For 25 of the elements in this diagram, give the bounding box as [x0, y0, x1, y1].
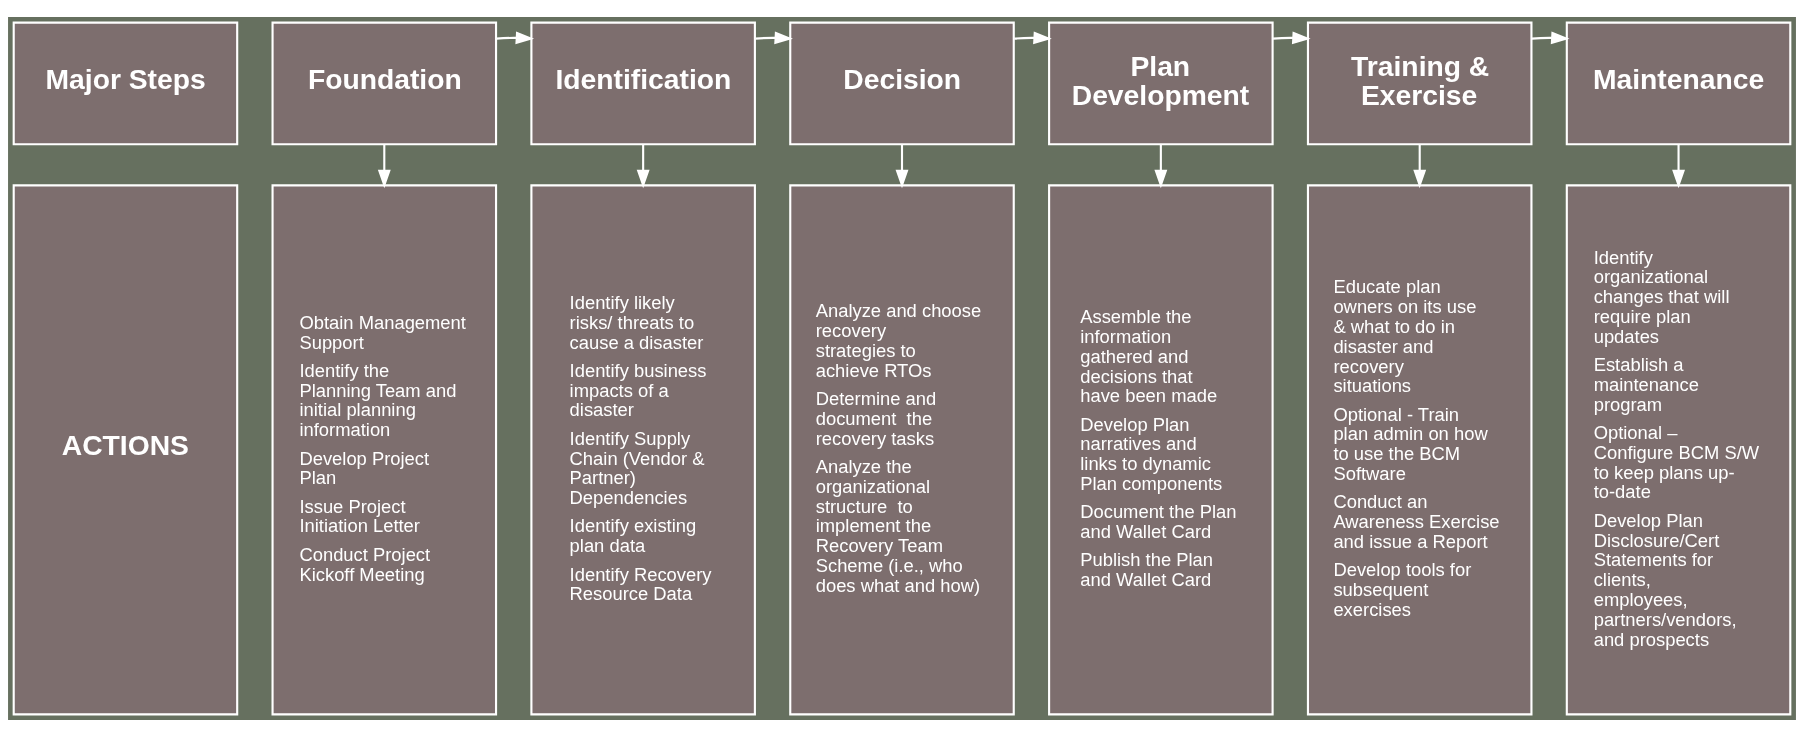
- arrow: [895, 144, 909, 189]
- node-box: Training & Exercise: [1306, 21, 1533, 146]
- node-box: Obtain Management Support Identify the Planning Team and initial planning information Develop Project Plan Issue Project Initiation Letter Conduct Project Kickoff Meeting: [271, 184, 498, 716]
- arrow: [1672, 144, 1685, 189]
- node-box: Plan Development: [1048, 21, 1274, 146]
- arrow: [1273, 31, 1311, 45]
- node-box: Identification: [530, 21, 756, 146]
- arrow: [1154, 144, 1168, 189]
- node-box: Decision: [789, 21, 1015, 146]
- node-box: Maintenance: [1565, 21, 1792, 146]
- arrow: [1531, 31, 1570, 45]
- arrow: [377, 144, 391, 189]
- node-box: Major Steps: [12, 21, 239, 146]
- arrow: [496, 31, 535, 45]
- node-box: Identify organizational changes that will require plan updates Establish a maintenance program Optional – Configure BCM S/W to keep plans up-to-date Develop Plan Disclosure/Cert Statements for clients, employees, partners/vendors, and prospects: [1565, 184, 1792, 716]
- node-box: Educate plan owners on its use & what to do in disaster and recovery situations Optional - Train plan admin on how to use the BCM Software Conduct an Awareness Exercise and issue a Report Develop tools for subsequent exercises: [1306, 184, 1533, 716]
- arrow: [755, 31, 793, 45]
- arrow: [1413, 144, 1427, 189]
- node-box: Analyze and choose recovery strategies to achieve RTOs Determine and document the recovery tasks Analyze the organizational structure to implement the Recovery Team Scheme (i.e., who does what and how): [789, 184, 1015, 716]
- node-box: ACTIONS: [12, 184, 239, 716]
- arrow: [1014, 31, 1052, 45]
- node-box: Assemble the information gathered and decisions that have been made Develop Plan narratives and links to dynamic Plan components Document the Plan and Wallet Card Publish the Plan and Wallet Card: [1048, 184, 1274, 716]
- node-box: Identify likely risks/ threats to cause a disaster Identify business impacts of a disaster Identify Supply Chain (Vendor & Partner) Dependencies Identify existing plan data Identify Recovery Resource Data: [530, 184, 756, 716]
- arrow: [636, 144, 650, 189]
- node-box: Foundation: [271, 21, 498, 146]
